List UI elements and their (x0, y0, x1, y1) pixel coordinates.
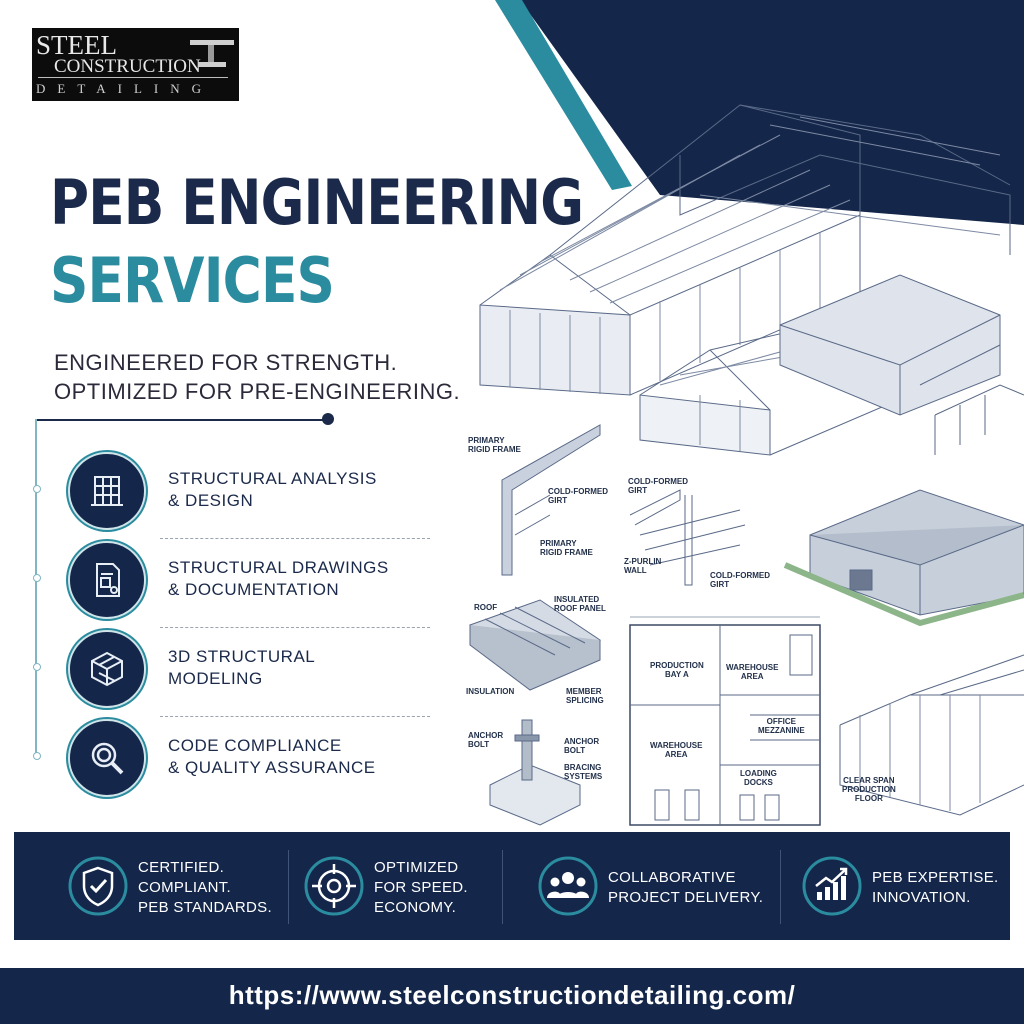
feature-line: FOR SPEED. (374, 879, 468, 896)
label-clear-span: CLEAR SPAN PRODUCTION FLOOR (842, 776, 896, 803)
divider (160, 538, 430, 539)
document-drawing-icon (68, 541, 146, 619)
website-link[interactable]: https://www.steelconstructiondetailing.c… (228, 980, 796, 1010)
label-roof: ROOF (474, 603, 498, 612)
tagline-line-2: OPTIMIZED FOR PRE-ENGINEERING. (54, 379, 461, 404)
service-label: STRUCTURAL ANALYSIS & DESIGN (168, 468, 377, 512)
service-item: 3D STRUCTURAL MODELING (33, 630, 430, 717)
logo-line-3: DETAILING (36, 81, 213, 96)
label-warehouse-area: WAREHOUSE AREA (726, 663, 779, 681)
label-loading-docks: LOADING DOCKS (740, 769, 777, 787)
label-anchor-bolt: ANCHOR BOLT (564, 737, 600, 755)
label-member-splicing: MEMBER SPLICING (566, 687, 604, 705)
feature-item: OPTIMIZED FOR SPEED. ECONOMY. (302, 852, 498, 922)
feature-item: CERTIFIED. COMPLIANT. PEB STANDARDS. (66, 852, 286, 922)
3d-cube-icon (68, 630, 146, 708)
timeline-vertical (35, 419, 37, 759)
page-title-line-2: SERVICES (50, 244, 335, 317)
tagline: ENGINEERED FOR STRENGTH. OPTIMIZED FOR P… (54, 348, 460, 406)
timeline-dot (322, 413, 334, 425)
company-logo: STEEL CONSTRUCTION DETAILING (32, 28, 239, 101)
label-cold-formed-girt: COLD-FORMED GIRT (548, 487, 608, 505)
service-subtitle: & DESIGN (168, 491, 254, 510)
service-item: CODE COMPLIANCE & QUALITY ASSURANCE (33, 719, 430, 799)
service-item: STRUCTURAL DRAWINGS & DOCUMENTATION (33, 541, 430, 628)
label-z-purlin-wall: Z-PURLIN WALL (624, 557, 662, 575)
feature-item: COLLABORATIVE PROJECT DELIVERY. (536, 852, 772, 922)
label-anchor-bolt: ANCHOR BOLT (468, 731, 504, 749)
feature-divider (502, 850, 503, 924)
label-cold-formed-girt: COLD-FORMED GIRT (710, 571, 770, 589)
service-title: 3D STRUCTURAL (168, 647, 316, 666)
feature-line: CERTIFIED. (138, 859, 225, 876)
label-cold-formed-girt: COLD-FORMED GIRT (628, 477, 688, 495)
timeline-bar (35, 419, 329, 421)
divider (160, 627, 430, 628)
logo-line-2: CONSTRUCTION (54, 56, 201, 77)
service-item: STRUCTURAL ANALYSIS & DESIGN (33, 452, 430, 539)
structure-grid-icon (68, 452, 146, 530)
feature-item: PEB EXPERTISE. INNOVATION. (800, 852, 1000, 922)
service-subtitle: & QUALITY ASSURANCE (168, 758, 376, 777)
label-production-bay: PRODUCTION BAY A (650, 661, 704, 679)
feature-line: PEB STANDARDS. (138, 899, 272, 916)
footer-bar (0, 968, 1024, 1024)
feature-divider (780, 850, 781, 924)
service-subtitle: MODELING (168, 669, 263, 688)
label-primary-rigid-frame: PRIMARY RIGID FRAME (540, 539, 593, 557)
service-subtitle: & DOCUMENTATION (168, 580, 340, 599)
peb-drawings-illustration: PRIMARY RIGID FRAME COLD-FORMED GIRT PRI… (440, 95, 1024, 830)
feature-text: COLLABORATIVE PROJECT DELIVERY. (608, 868, 763, 908)
feature-divider (288, 850, 289, 924)
target-icon (304, 856, 364, 916)
page-title-line-1: PEB ENGINEERING (50, 166, 584, 239)
feature-text: OPTIMIZED FOR SPEED. ECONOMY. (374, 858, 468, 918)
feature-text: CERTIFIED. COMPLIANT. PEB STANDARDS. (138, 858, 272, 918)
service-label: CODE COMPLIANCE & QUALITY ASSURANCE (168, 735, 376, 779)
label-warehouse-area: WAREHOUSE AREA (650, 741, 703, 759)
label-office-mezzanine: OFFICE MEZZANINE (758, 717, 805, 735)
logo-divider (38, 77, 228, 78)
label-bracing-systems: BRACING SYSTEMS (564, 763, 603, 781)
timeline-node (33, 663, 41, 671)
feature-line: PEB EXPERTISE. (872, 869, 999, 886)
building-frames-drawing (468, 104, 1024, 826)
tagline-line-1: ENGINEERED FOR STRENGTH. (54, 350, 398, 375)
timeline-node (33, 574, 41, 582)
feature-line: ECONOMY. (374, 899, 457, 916)
feature-line: OPTIMIZED (374, 859, 459, 876)
service-title: STRUCTURAL DRAWINGS (168, 558, 389, 577)
growth-chart-icon (802, 856, 862, 916)
shield-check-icon (68, 856, 128, 916)
feature-line: COMPLIANT. (138, 879, 232, 896)
feature-line: INNOVATION. (872, 889, 971, 906)
service-label: 3D STRUCTURAL MODELING (168, 646, 315, 690)
feature-line: COLLABORATIVE (608, 869, 736, 886)
feature-line: PROJECT DELIVERY. (608, 889, 764, 906)
service-label: STRUCTURAL DRAWINGS & DOCUMENTATION (168, 557, 389, 601)
service-title: STRUCTURAL ANALYSIS (168, 469, 377, 488)
label-insulated-roof-panel: INSULATED ROOF PANEL (554, 595, 606, 613)
label-primary-rigid-frame: PRIMARY RIGID FRAME (468, 436, 521, 454)
logo-line-1: STEEL (36, 30, 117, 60)
team-icon (538, 856, 598, 916)
steel-beam-logo-icon (190, 40, 234, 67)
service-title: CODE COMPLIANCE (168, 736, 342, 755)
feature-text: PEB EXPERTISE. INNOVATION. (872, 868, 998, 908)
label-insulation: INSULATION (466, 687, 515, 696)
timeline-node (33, 752, 41, 760)
magnifier-icon (68, 719, 146, 797)
timeline-node (33, 485, 41, 493)
divider (160, 716, 430, 717)
